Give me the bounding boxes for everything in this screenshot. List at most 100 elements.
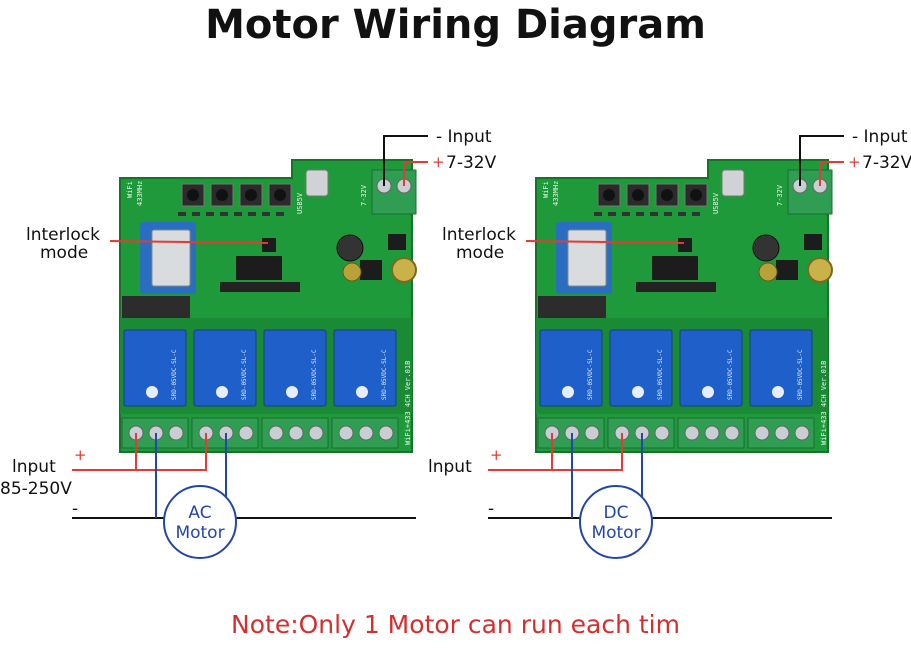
relay-logo: [216, 386, 228, 398]
electrolytic-capacitor: [391, 257, 417, 283]
relay-label-text: SRD-05VDC-SL-C: [587, 349, 594, 400]
note-text: Note:Only 1 Motor can run each tim: [231, 610, 680, 639]
terminal-screw: [724, 425, 740, 441]
relay: [679, 329, 743, 407]
supply-minus-label: - Input: [436, 127, 492, 147]
load-plus-bridge-wire: [552, 433, 623, 471]
relay-label-text: SRD-05VDC-SL-C: [797, 349, 804, 400]
relay-logo: [356, 386, 368, 398]
electrolytic-capacitor: [807, 257, 833, 283]
wifi-module-shield: [151, 229, 191, 287]
push-button-cap: [274, 189, 286, 201]
driver-ic: [636, 282, 716, 292]
supply-plus-label: 7-32V: [446, 153, 497, 173]
terminal-screw: [584, 425, 600, 441]
supply-terminal: [787, 169, 833, 215]
interlock-label: lnterlock: [442, 225, 516, 245]
smd-resistor: [178, 212, 186, 216]
push-button-cap: [690, 189, 702, 201]
rf-module: [122, 296, 190, 318]
electrolytic-capacitor: [758, 262, 778, 282]
smd-resistor: [276, 212, 284, 216]
smd-resistor: [650, 212, 658, 216]
load-input-label: lnput: [12, 457, 56, 477]
smd-resistor: [234, 212, 242, 216]
electrolytic-capacitor: [342, 262, 362, 282]
push-button-cap: [245, 189, 257, 201]
relay-label-text: SRD-05VDC-SL-C: [381, 349, 388, 400]
supply-minus-wire: [383, 135, 428, 186]
usb-connector: [721, 169, 745, 197]
diode: [388, 234, 406, 250]
relay-label-text: SRD-05VDC-SL-C: [657, 349, 664, 400]
smd-resistor: [664, 212, 672, 216]
diode: [804, 234, 822, 250]
supply-plus-sign: +: [848, 153, 861, 171]
silk-433-text: 433MHz: [552, 181, 560, 206]
regulator-ic: [776, 260, 798, 280]
motor-label: Motor: [175, 523, 224, 543]
silk-wifi-text: WiFi: [542, 181, 550, 198]
interlock-pointer-line: [109, 240, 269, 244]
supply-plus-wire: [819, 161, 844, 186]
interlock-label-mode: mode: [40, 243, 88, 263]
silk-usb-text: USB5V: [296, 192, 304, 214]
relay-logo: [146, 386, 158, 398]
terminal-screw: [168, 425, 184, 441]
supply-terminal: [371, 169, 417, 215]
push-button-cap: [632, 189, 644, 201]
terminal-screw: [338, 425, 354, 441]
relay-logo: [632, 386, 644, 398]
smd-resistor: [248, 212, 256, 216]
motor-symbol: [579, 485, 653, 559]
interlock-chip: [678, 238, 692, 252]
terminal-screw: [238, 425, 254, 441]
push-button-cap: [603, 189, 615, 201]
load-voltage-label: 85-250V: [0, 479, 72, 499]
motor-type-label: AC: [188, 503, 211, 523]
interlock-pointer-line: [525, 240, 685, 244]
interlock-chip: [262, 238, 276, 252]
relay: [749, 329, 813, 407]
interlock-ic: [652, 256, 698, 280]
supply-plus-wire: [403, 161, 428, 186]
smd-resistor: [692, 212, 700, 216]
rf-module: [538, 296, 606, 318]
relay: [333, 329, 397, 407]
silk-usb-text: USB5V: [712, 192, 720, 214]
relay-logo: [286, 386, 298, 398]
load-input-label: lnput: [428, 457, 472, 477]
relay-logo: [772, 386, 784, 398]
smd-resistor: [192, 212, 200, 216]
silk-433-text: 433MHz: [136, 181, 144, 206]
terminal-screw: [654, 425, 670, 441]
push-button-cap: [187, 189, 199, 201]
load-plus-sign: +: [74, 446, 87, 464]
usb-connector: [305, 169, 329, 197]
terminal-screw: [754, 425, 770, 441]
driver-ic: [220, 282, 300, 292]
relay: [123, 329, 187, 407]
relay: [609, 329, 673, 407]
terminal-screw: [268, 425, 284, 441]
wifi-module-shield: [567, 229, 607, 287]
terminal-screw: [358, 425, 374, 441]
relay: [193, 329, 257, 407]
supply-minus-label: - Input: [852, 127, 908, 147]
relay-logo: [702, 386, 714, 398]
smd-resistor: [608, 212, 616, 216]
supply-minus-wire: [799, 135, 844, 186]
smd-resistor: [206, 212, 214, 216]
relay: [539, 329, 603, 407]
motor-label: Motor: [591, 523, 640, 543]
terminal-screw: [794, 425, 810, 441]
motor-symbol: [163, 485, 237, 559]
relay-label-text: SRD-05VDC-SL-C: [311, 349, 318, 400]
interlock-label-mode: mode: [456, 243, 504, 263]
relay-label-text: SRD-05VDC-SL-C: [171, 349, 178, 400]
load-minus-sign: -: [488, 499, 494, 519]
terminal-screw: [288, 425, 304, 441]
relay: [263, 329, 327, 407]
